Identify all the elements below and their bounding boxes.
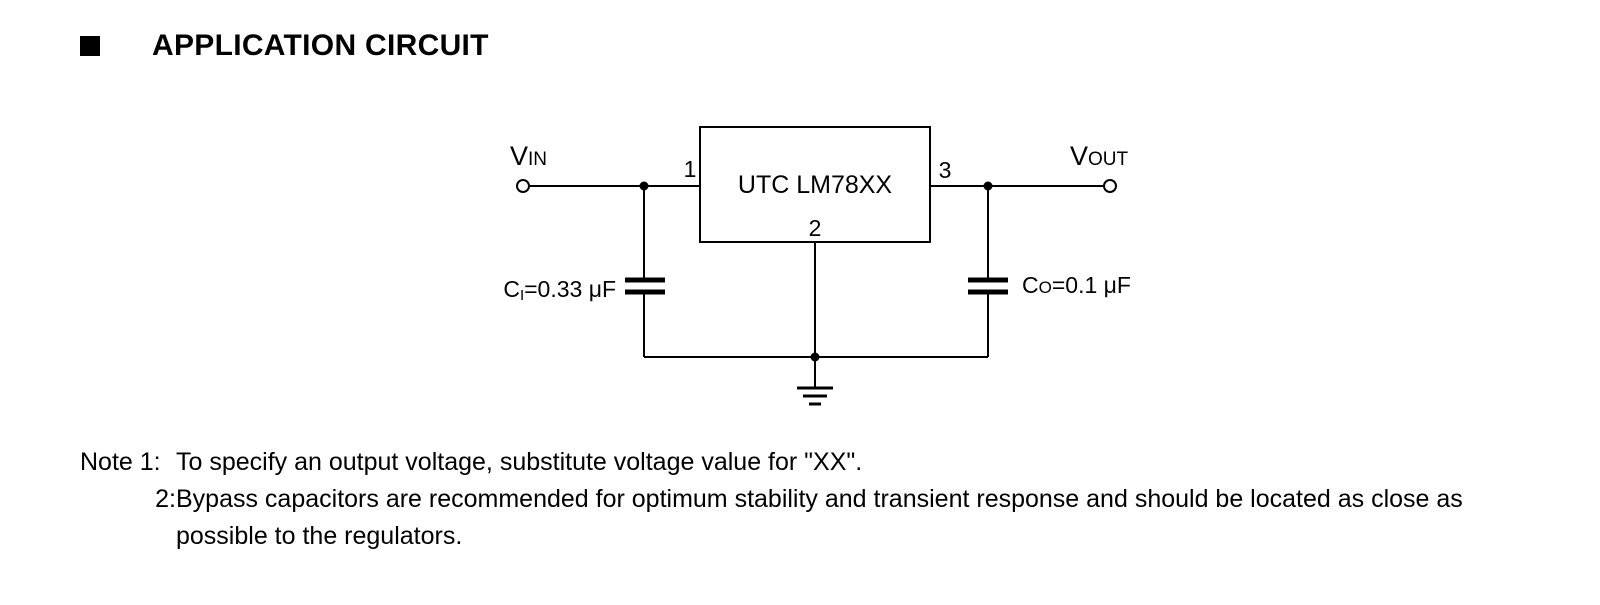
ci-label: CI=0.33 μF: [503, 276, 616, 304]
section-heading: APPLICATION CIRCUIT: [80, 26, 489, 66]
regulator-label: UTC LM78XX: [738, 171, 893, 199]
note-1: Note 1: To specify an output voltage, su…: [80, 444, 1516, 481]
note-2-text: Bypass capacitors are recommended for op…: [176, 485, 1463, 550]
note-2-number: 2:: [155, 485, 176, 513]
pin-2-label: 2: [809, 215, 822, 241]
vout-label: VOUT: [1070, 141, 1129, 171]
square-bullet-icon: [80, 36, 100, 56]
co-label: CO=0.1 μF: [1022, 272, 1131, 298]
note-1-number: Note 1:: [80, 448, 161, 476]
vout-terminal: [1103, 179, 1117, 193]
pin-3-label: 3: [939, 157, 952, 183]
vin-terminal: [516, 179, 530, 193]
ground-junction-dot: [810, 352, 820, 362]
vin-label: VIN: [510, 141, 547, 171]
note-1-text: To specify an output voltage, substitute…: [176, 448, 863, 476]
section-title: APPLICATION CIRCUIT: [152, 29, 489, 62]
note-2: 2: Bypass capacitors are recommended for…: [80, 481, 1516, 555]
ground-symbol-icon: [797, 386, 833, 406]
pin-1-label: 1: [684, 156, 697, 182]
notes-section: Note 1: To specify an output voltage, su…: [80, 444, 1516, 555]
